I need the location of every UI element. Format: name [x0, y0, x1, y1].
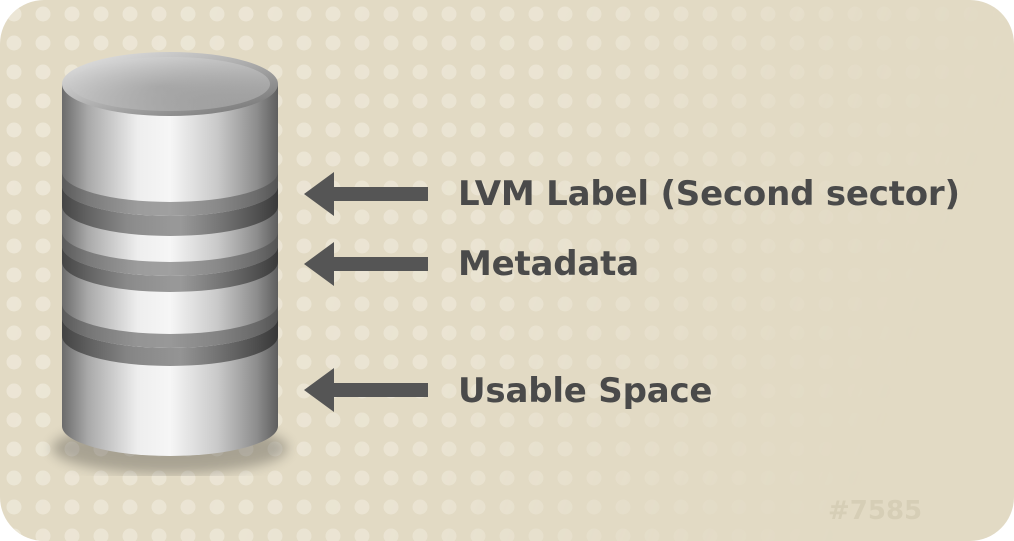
- usable-space-label-text: Usable Space: [458, 371, 713, 411]
- metadata-label-text: Metadata: [458, 244, 639, 284]
- left-arrow-icon: [304, 242, 428, 286]
- left-arrow-icon: [304, 172, 428, 216]
- left-arrow-icon: [304, 368, 428, 412]
- lvm-label-text: LVM Label (Second sector): [458, 174, 960, 214]
- figure-number-watermark: #7585: [828, 496, 923, 526]
- disk-stack-icon: [52, 52, 288, 474]
